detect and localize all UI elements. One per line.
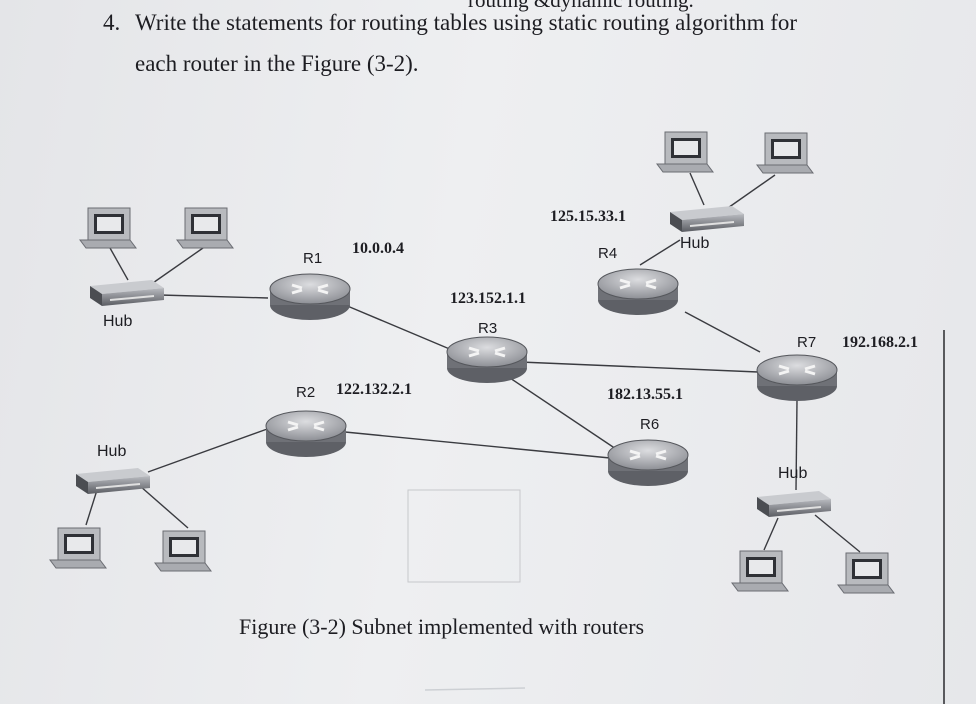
- router-r7-ip: 192.168.2.1: [842, 334, 918, 351]
- link-pc-hub: [724, 174, 776, 211]
- hub-label: Hub: [97, 443, 127, 460]
- faint-sketch-line: [424, 687, 526, 691]
- computer-icon: [837, 552, 895, 594]
- link-r1-r3: [344, 304, 453, 351]
- question-heading-fragment: routing &dynamic routing.: [468, 0, 694, 12]
- link-hub-pc: [814, 514, 861, 553]
- router-r4-label: R4: [598, 245, 618, 262]
- router-r1-label: R1: [303, 250, 323, 267]
- link-r4-r7: [684, 311, 761, 353]
- router-r6-ip: 182.13.55.1: [607, 386, 683, 403]
- router-r7-icon: [755, 353, 839, 403]
- router-r3-ip: 123.152.1.1: [450, 290, 526, 307]
- router-r4-icon: [596, 267, 680, 317]
- router-r3-label: R3: [478, 320, 498, 337]
- computer-icon: [756, 132, 814, 174]
- link-pc-hub: [149, 247, 204, 286]
- computer-icon: [79, 207, 137, 249]
- hub-icon: [75, 467, 151, 495]
- computer-icon: [176, 207, 234, 249]
- router-r6-label: R6: [640, 416, 660, 433]
- question-number: 4.: [103, 10, 121, 35]
- router-r3-icon: [445, 335, 529, 385]
- computer-icon: [154, 530, 212, 572]
- router-r2-ip: 122.132.2.1: [336, 381, 412, 398]
- hub-label: Hub: [680, 235, 710, 252]
- link-r4-hub: [639, 239, 681, 266]
- computer-icon: [49, 527, 107, 569]
- link-pc-hub: [689, 172, 705, 206]
- hub-label: Hub: [778, 465, 808, 482]
- link-hub-pc: [763, 517, 779, 551]
- link-hub-pc: [139, 485, 189, 529]
- link-hub-pc: [85, 489, 98, 526]
- link-hub-r1: [159, 294, 269, 299]
- question-text-line2: each router in the Figure (3-2).: [135, 51, 419, 76]
- figure-caption: Figure (3-2) Subnet implemented with rou…: [239, 614, 645, 639]
- link-pc-hub: [109, 247, 129, 281]
- router-r2-icon: [264, 409, 348, 459]
- router-r2-label: R2: [296, 384, 316, 401]
- link-r2-r6: [344, 431, 611, 459]
- hub-icon: [89, 279, 165, 307]
- hub-label: Hub: [103, 313, 133, 330]
- network-links: [85, 172, 861, 553]
- router-r1-ip: 10.0.0.4: [352, 240, 404, 257]
- hub-icon: [756, 490, 832, 518]
- faint-sketch-box: [407, 489, 521, 583]
- router-r7-label: R7: [797, 334, 817, 351]
- link-hub-r2: [147, 427, 271, 473]
- computer-icon: [656, 131, 714, 173]
- link-r7-hub: [795, 399, 798, 491]
- link-r3-r7: [519, 361, 759, 373]
- computer-icon: [731, 550, 789, 592]
- router-r1-icon: [268, 272, 352, 322]
- router-r4-ip: 125.15.33.1: [550, 208, 626, 225]
- question-text-line1: Write the statements for routing tables …: [135, 10, 798, 35]
- router-r6-icon: [606, 438, 690, 488]
- hub-icon: [669, 205, 745, 233]
- link-r3-r6: [509, 377, 626, 456]
